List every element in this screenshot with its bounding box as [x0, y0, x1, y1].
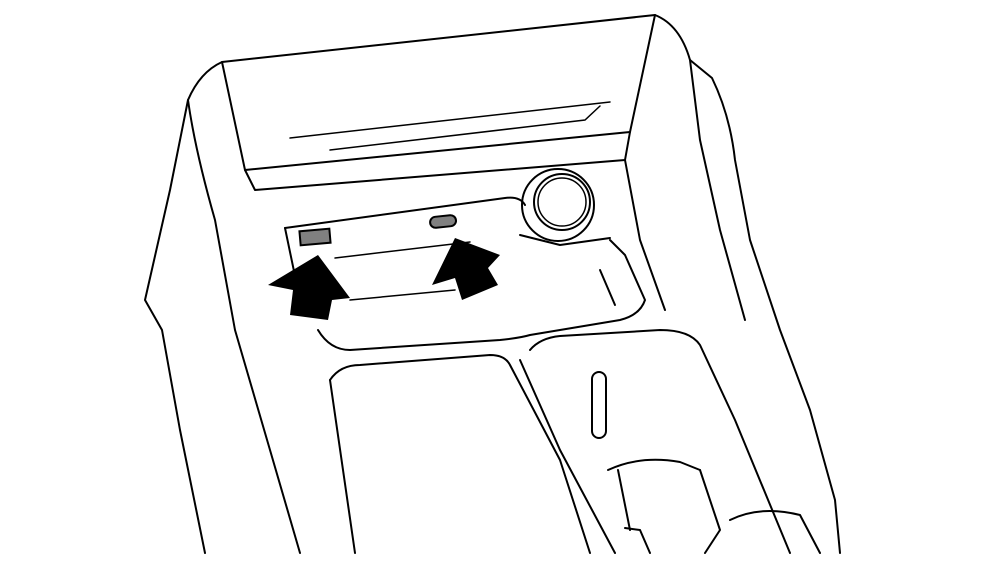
arrow-up-right	[432, 238, 500, 300]
power-outlet-knob	[521, 168, 595, 242]
storage-tray	[317, 239, 821, 554]
console-outline	[144, 14, 841, 554]
usb-c-port	[429, 214, 458, 229]
gear-slot	[591, 371, 607, 439]
arrow-up-left	[268, 255, 350, 320]
port-panel	[284, 196, 611, 301]
usb-a-port	[298, 227, 332, 247]
